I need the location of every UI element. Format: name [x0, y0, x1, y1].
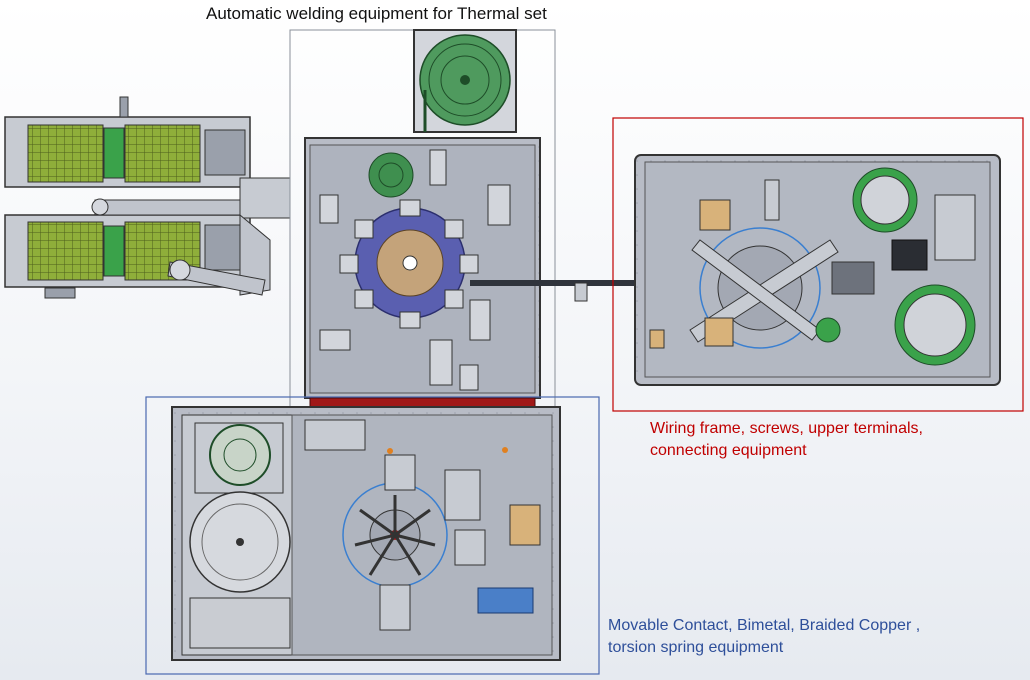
transfer-rail	[470, 280, 645, 286]
index-dial	[699, 227, 821, 349]
red-annotation-caption: Wiring frame, screws, upper terminals, c…	[650, 418, 923, 462]
parts-tray	[27, 221, 104, 281]
small-bowl	[209, 424, 271, 486]
red-highlight-box	[612, 117, 1024, 412]
parts-tray	[27, 124, 104, 183]
blue-cylinder	[477, 587, 534, 614]
parts-tray	[124, 124, 201, 183]
tray-divider	[103, 225, 125, 277]
small-bowl-feeder	[368, 152, 414, 198]
blue-annotation-caption: Movable Contact, Bimetal, Braided Copper…	[608, 615, 920, 659]
tray-feeder-assembly	[4, 96, 291, 299]
red-caption-line1: Wiring frame, screws, upper terminals,	[650, 420, 923, 437]
vibratory-bowl-feeder-top	[413, 29, 517, 133]
red-caption-line2: connecting equipment	[650, 442, 807, 459]
blue-highlight-box	[145, 396, 600, 675]
diagram-title: Automatic welding equipment for Thermal …	[206, 4, 547, 23]
contact-bimetal-machine	[171, 406, 561, 661]
blue-caption-line1: Movable Contact, Bimetal, Braided Copper…	[608, 617, 921, 634]
tray-divider	[103, 127, 125, 179]
terminal-connecting-machine	[634, 154, 1001, 386]
robot-arm-link	[167, 261, 266, 296]
welding-machine	[304, 137, 541, 409]
blue-caption-line2: torsion spring equipment	[608, 639, 784, 656]
